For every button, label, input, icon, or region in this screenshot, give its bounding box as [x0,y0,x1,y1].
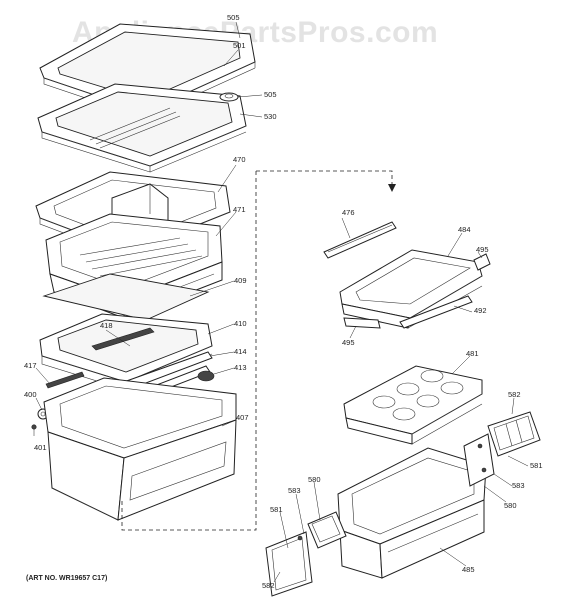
callout-484: 484 [458,225,471,234]
leader-lines [35,21,529,583]
callout-417: 417 [24,361,37,370]
art-number: (ART NO. WR19657 C17) [26,575,108,582]
clip-left [343,317,381,329]
callout-583: 583 [512,481,525,490]
callout-581: 581 [270,505,283,514]
callout-410: 410 [234,319,247,328]
egg-tray [343,365,483,445]
shelf-frame [37,83,247,173]
callout-414: 414 [234,347,247,356]
callout-582: 582 [508,390,521,399]
deli-drawer [337,447,487,579]
cover-strip [323,221,397,259]
callout-581: 581 [530,461,543,470]
rail-left [265,511,347,597]
callout-580: 580 [504,501,517,510]
glass-shelf-top [39,23,256,119]
callout-labels: 505 501 505 530 470 471 409 410 418 414 … [24,13,543,590]
callout-485: 485 [462,565,475,574]
callout-582: 582 [262,581,275,590]
drawer-cover [339,249,483,329]
callout-492: 492 [474,306,487,315]
lower-drawer [43,377,237,521]
callout-413: 413 [234,363,247,372]
callout-471: 471 [233,205,246,214]
callout-470: 470 [233,155,246,164]
callout-583: 583 [288,486,301,495]
callout-495: 495 [476,245,489,254]
callout-400: 400 [24,390,37,399]
callout-401: 401 [34,443,47,452]
callout-481: 481 [466,349,479,358]
callout-407: 407 [236,413,249,422]
callout-495: 495 [342,338,355,347]
callout-580: 580 [308,475,321,484]
callout-476: 476 [342,208,355,217]
rail-right [463,411,541,487]
glass-panel [42,273,210,321]
callout-530: 530 [264,112,277,121]
dashed-guide [121,170,396,531]
support-rod [45,371,85,389]
trim-strip [399,295,473,329]
shelf-clip [219,92,239,102]
callout-501: 501 [233,41,246,50]
crisper-cover-lower [39,313,213,391]
clip-right [473,253,491,271]
screw [31,424,37,436]
callout-505: 505 [264,90,277,99]
callout-505: 505 [227,13,240,22]
callout-418: 418 [100,321,113,330]
callout-409: 409 [234,276,247,285]
